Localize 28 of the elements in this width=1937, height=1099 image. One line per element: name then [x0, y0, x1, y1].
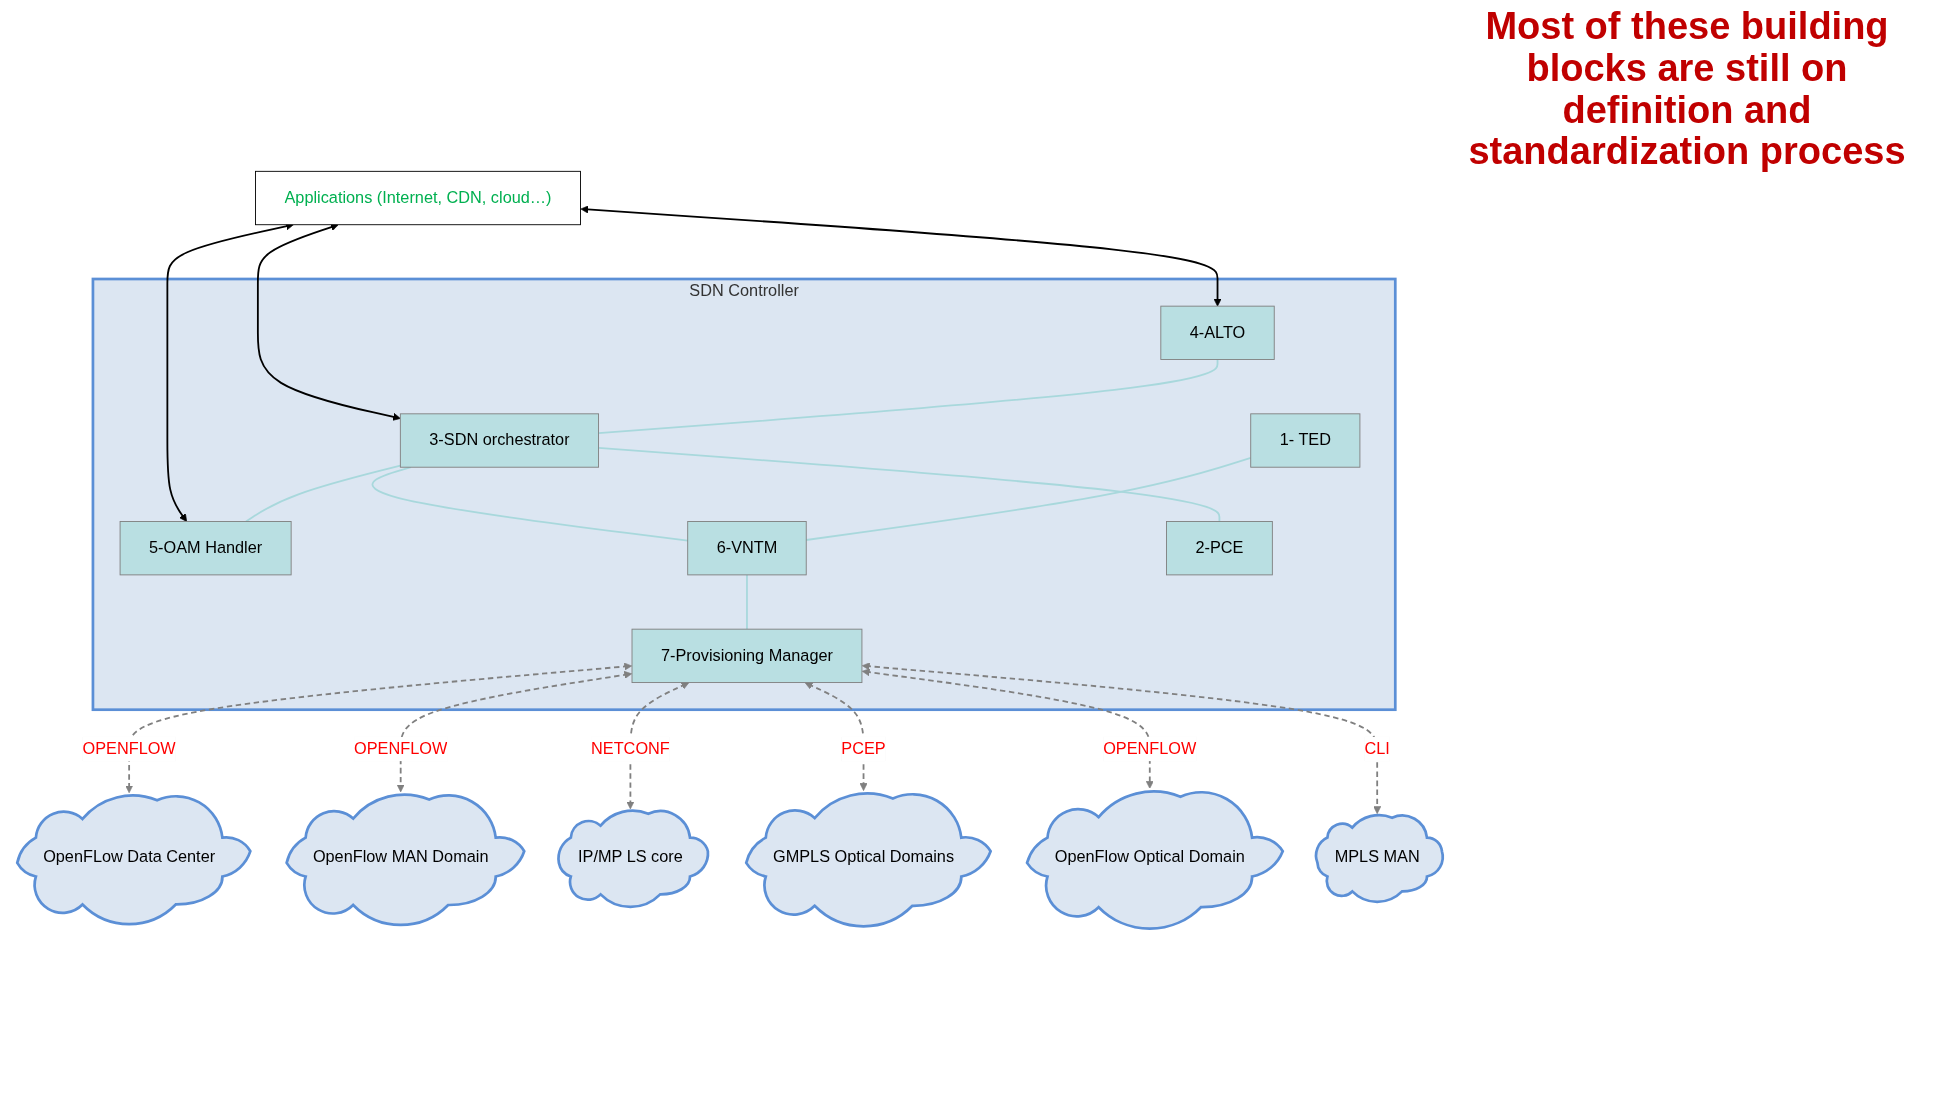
arrow — [580, 205, 1222, 307]
node-box: Applications (Internet, CDN, cloud…) — [255, 170, 581, 226]
arrow — [626, 682, 690, 810]
node-box: 7-Provisioning Manager — [631, 628, 863, 683]
connector — [245, 464, 402, 523]
node-box: 3-SDN orchestrator — [399, 413, 599, 468]
edge-label: OPENFLOW — [1103, 739, 1197, 758]
connector — [371, 466, 689, 542]
arrow — [861, 662, 1382, 814]
edge-label: OPENFLOW — [82, 739, 176, 758]
node-box: 5-OAM Handler — [119, 521, 292, 576]
edge-label: PCEP — [841, 739, 886, 758]
arrow — [125, 662, 632, 794]
node-box: 2-PCE — [1166, 521, 1273, 576]
node-box: 1- TED — [1250, 413, 1361, 468]
edge-label: CLI — [1364, 739, 1390, 758]
connector — [597, 447, 1221, 523]
arrow — [861, 668, 1154, 789]
note-text: Most of these building blocks are still on definition and standardization process — [1467, 6, 1907, 174]
connector — [597, 358, 1219, 434]
node-box: 4-ALTO — [1160, 305, 1275, 360]
arrow — [256, 223, 401, 421]
connector — [746, 573, 748, 631]
node-box: 6-VNTM — [687, 521, 807, 576]
connector — [805, 457, 1252, 541]
arrow — [396, 670, 632, 793]
edge-label: OPENFLOW — [354, 739, 448, 758]
edge-label: NETCONF — [591, 739, 670, 758]
